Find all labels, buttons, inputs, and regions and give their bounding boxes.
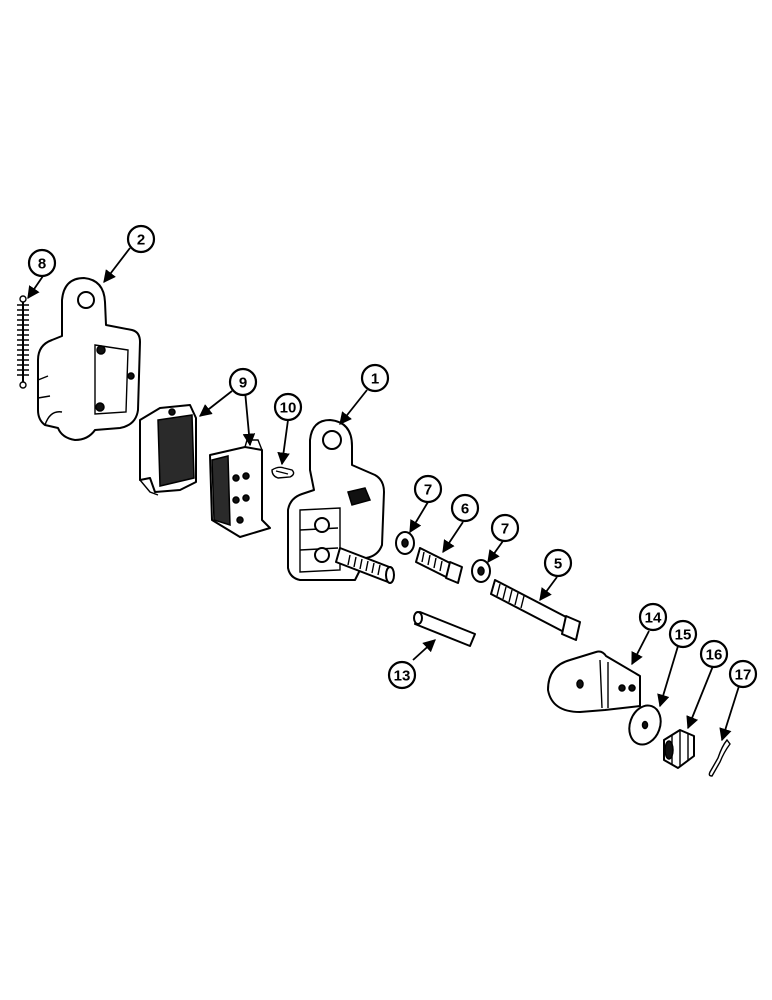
callout-15: 15 — [668, 619, 698, 649]
callout-7-right: 7 — [490, 513, 520, 543]
washer-part-right — [471, 559, 491, 583]
callout-5: 5 — [543, 548, 573, 578]
callout-17-label: 17 — [735, 667, 752, 684]
callout-5-label: 5 — [554, 556, 562, 573]
castle-nut-part — [663, 729, 695, 769]
callout-8-label: 8 — [38, 256, 46, 273]
callout-7-left-label: 7 — [424, 482, 432, 499]
callout-17: 17 — [728, 659, 758, 689]
callout-2: 2 — [126, 224, 156, 254]
callout-15-label: 15 — [675, 627, 692, 644]
short-bolt-part — [415, 547, 463, 584]
callout-14: 14 — [638, 602, 668, 632]
brake-pad-back-part — [209, 439, 271, 538]
callout-16-label: 16 — [706, 647, 723, 664]
bracket-part — [547, 650, 641, 713]
callout-10-label: 10 — [280, 400, 297, 417]
callout-7-right-label: 7 — [501, 521, 509, 538]
spring-part — [17, 295, 29, 389]
callout-7-left: 7 — [413, 474, 443, 504]
callout-10: 10 — [273, 392, 303, 422]
cotter-pin-part — [708, 738, 731, 777]
caliper-inner-part — [287, 419, 395, 584]
callout-9: 9 — [228, 367, 258, 397]
callout-2-label: 2 — [137, 232, 145, 249]
brake-pad-front-part — [139, 404, 197, 496]
caliper-half-part — [37, 277, 141, 441]
long-bolt-part — [490, 579, 581, 641]
callout-13-label: 13 — [394, 668, 411, 685]
callout-9-label: 9 — [239, 375, 247, 392]
callout-13: 13 — [387, 660, 417, 690]
callout-6: 6 — [450, 493, 480, 523]
leader-lines — [27, 247, 740, 742]
pin-part — [413, 611, 476, 647]
callout-1: 1 — [360, 363, 390, 393]
washer-part-left — [395, 531, 415, 555]
callout-6-label: 6 — [461, 501, 469, 518]
disc-washer-part — [628, 704, 662, 746]
callout-14-label: 14 — [645, 610, 662, 627]
clip-part — [271, 466, 295, 479]
callout-16: 16 — [699, 639, 729, 669]
callout-8: 8 — [27, 248, 57, 278]
callout-1-label: 1 — [371, 371, 379, 388]
